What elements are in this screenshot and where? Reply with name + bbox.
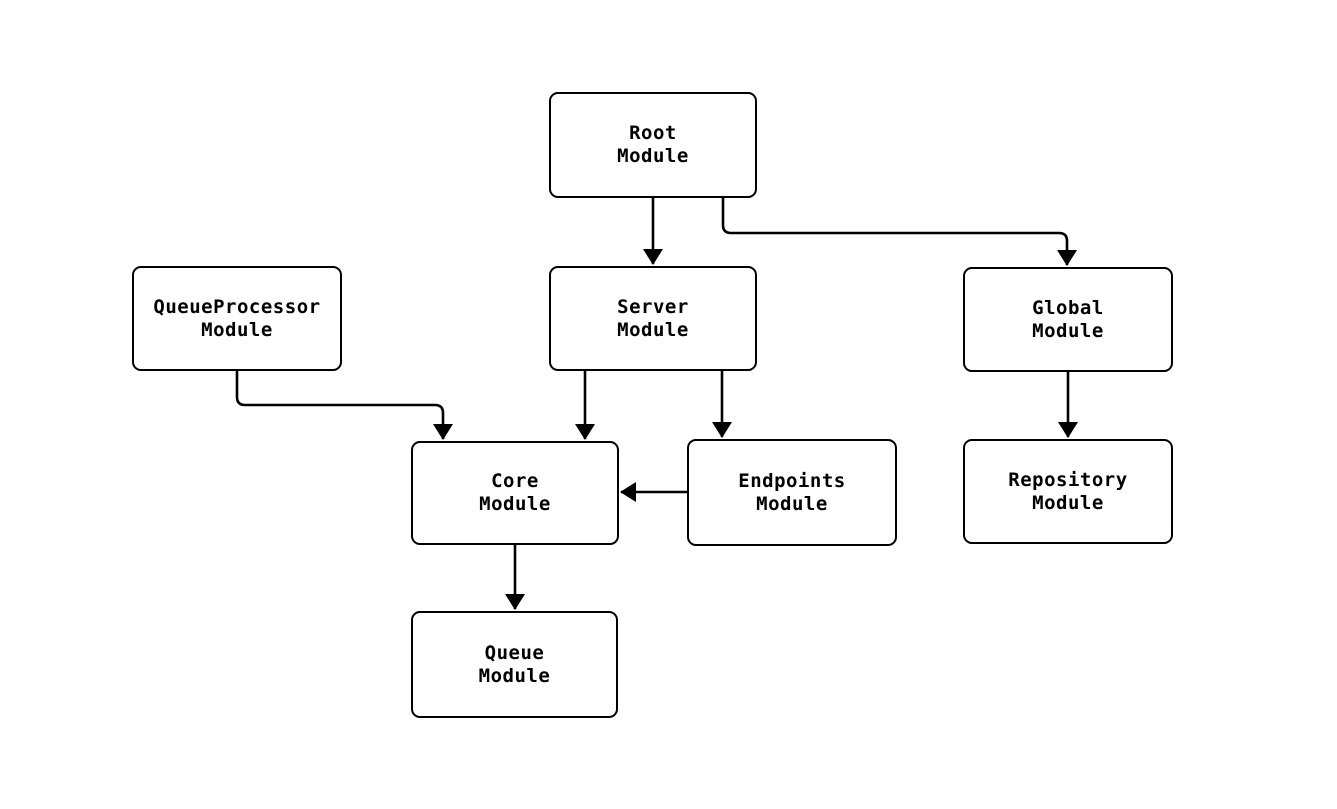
edge-root-to-global — [721, 198, 1077, 266]
node-root-module-label: Root Module — [617, 122, 689, 167]
edge-queueprocessor-to-core — [235, 371, 453, 440]
node-endpoints-module-label: Endpoints Module — [738, 469, 846, 515]
node-global-module: Global Module — [963, 267, 1173, 372]
node-core-module: Core Module — [411, 441, 619, 545]
node-queue-module-label: Queue Module — [478, 641, 551, 687]
node-root-module: Root Module — [549, 92, 757, 198]
node-server-module: Server Module — [549, 266, 757, 371]
node-global-module-label: Global Module — [1032, 296, 1104, 342]
node-queueprocessor-module-label: QueueProcessor Module — [153, 295, 321, 341]
node-repository-module: Repository Module — [963, 439, 1173, 544]
node-endpoints-module: Endpoints Module — [687, 439, 897, 546]
node-repository-module-label: Repository Module — [1008, 468, 1128, 514]
node-core-module-label: Core Module — [479, 470, 551, 515]
node-queue-module: Queue Module — [411, 611, 618, 718]
node-queueprocessor-module: QueueProcessor Module — [132, 266, 342, 371]
node-server-module-label: Server Module — [617, 295, 689, 341]
